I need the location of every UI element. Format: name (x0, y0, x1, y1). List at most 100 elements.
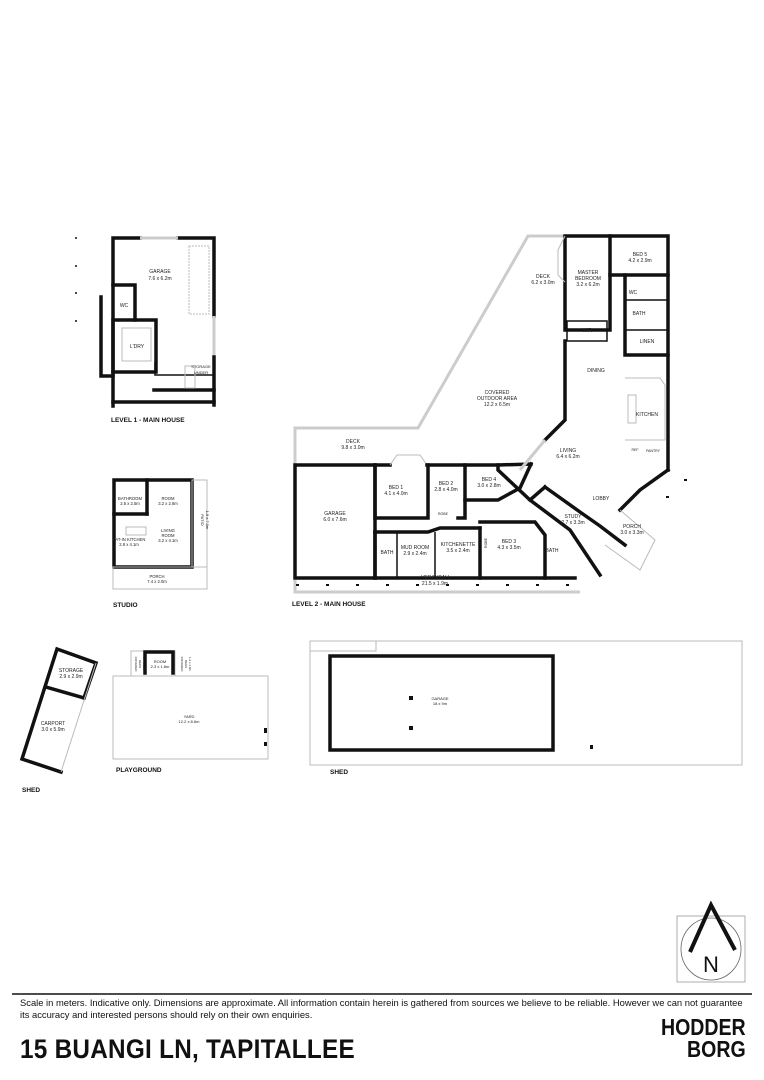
playground-plan: ROOM 2.3 x 1.8m COVERED DECK 1.4 x 1.8m … (112, 650, 269, 774)
room-label: BATH (381, 550, 394, 556)
room-label: MASTER (578, 270, 599, 276)
room-label: L'DRY (130, 344, 145, 350)
room-label: BED 3 (502, 539, 517, 545)
room-label: COVERED (180, 657, 184, 673)
room-size: 3.2 x 2.6m (158, 501, 178, 506)
room-size: 6.0 x 7.6m (323, 517, 346, 523)
logo-line1: HODDER (661, 1014, 746, 1040)
room-label: DINING (587, 368, 605, 374)
room-label: WC (629, 290, 638, 296)
room-label: COVERED (134, 657, 138, 673)
room-label: LOBBY (593, 496, 610, 502)
room-label: LIVING (560, 448, 577, 454)
agency-logo: HODDER BORG (661, 1014, 746, 1062)
room-size: 7.4 x 2.0m (147, 579, 167, 584)
room-size: 3.0 x 5.9m (41, 727, 64, 733)
room-label: ROOM (161, 533, 175, 538)
level2-plan: DECK 9.8 x 3.0m BED 1 4.1 x 4.0m BED 2 2… (292, 234, 687, 608)
room-label: GARAGE (149, 269, 171, 275)
room-label: PATIO (200, 514, 205, 525)
studio-plan: BATHROOM 2.5 x 2.5m ROOM 3.2 x 2.6m EAT-… (112, 478, 210, 609)
room-label: DECK (536, 274, 551, 280)
logo-line2: BORG (687, 1036, 746, 1062)
room-label: KITCHEN (636, 412, 658, 418)
room-size: 3.2 x 6.2m (576, 282, 599, 288)
room-label: STORAGE (191, 364, 211, 369)
room-size: 7.6 x 6.2m (148, 276, 171, 282)
room-size: 3.0 x 3.3m (620, 530, 643, 536)
room-size: 18 x 9m (433, 701, 448, 706)
room-size: 12.2 x 8.6m (179, 719, 201, 724)
room-label: DECK (138, 660, 142, 668)
room-size: 1.5 x 7.0m (205, 511, 210, 530)
room-size: 6.4 x 6.2m (556, 454, 579, 460)
room-label: BED 5 (633, 252, 648, 258)
room-label: ROOM (161, 496, 175, 501)
room-label: REF (632, 448, 639, 452)
room-label: PORCH (149, 574, 164, 579)
disclaimer-text: Scale in meters. Indicative only. Dimens… (20, 997, 743, 1020)
room-label: EAT-IN KITCHEN (113, 537, 146, 542)
room-label: MUD ROOM (401, 545, 429, 551)
room-size: 6.2 x 3.0m (531, 280, 554, 286)
room-label: BED 4 (482, 477, 497, 483)
room-label: ROBE (484, 537, 488, 548)
room-label: UNDER (194, 370, 208, 375)
room-size: 2.8 x 4.1m (119, 542, 139, 547)
level1-plan: GARAGE 7.6 x 6.2m WC L'DRY STORAGE UNDER… (75, 236, 216, 424)
room-label: WC (120, 303, 129, 309)
room-size: 1.2 x 1.8m (188, 657, 192, 672)
room-label: COVERED (485, 390, 510, 396)
shed-right-plan: GARAGE 18 x 9m SHED (309, 640, 743, 776)
room-label: WIR (582, 328, 592, 334)
room-size: 3.2 x 4.1m (158, 538, 178, 543)
room-size: 3.5 x 2.4m (446, 548, 469, 554)
compass-label: N (703, 952, 719, 977)
room-label: DECK (184, 660, 188, 668)
room-label: BATHROOM (118, 496, 142, 501)
studio-title: STUDIO (113, 602, 138, 609)
room-label: YARD (184, 714, 195, 719)
room-label: ROBE (438, 512, 449, 516)
room-label: DECK (346, 439, 361, 445)
room-size: 9.8 x 3.0m (341, 445, 364, 451)
room-label: BED 1 (389, 485, 404, 491)
room-label: BEDROOM (575, 276, 601, 282)
room-size: 12.2 x 6.5m (484, 402, 510, 408)
north-arrow-icon: N (676, 900, 746, 983)
room-size: 1.4 x 1.8m (142, 657, 146, 672)
room-label: LINEN (640, 339, 655, 345)
room-label: KITCHENETTE (441, 542, 476, 548)
room-label: PANTRY (646, 449, 661, 453)
room-size: 2.9 x 2.9m (59, 674, 82, 680)
room-label: BED 2 (439, 481, 454, 487)
shed-right-title: SHED (330, 769, 348, 776)
room-size: 2.5 x 2.5m (120, 501, 140, 506)
room-size: 2.3 x 1.8m (151, 664, 170, 669)
room-label: VERANDAH (421, 575, 449, 581)
shed-left-plan: STORAGE 2.9 x 2.9m CARPORT 3.0 x 5.9m SH… (19, 646, 99, 794)
room-label: ROOM (154, 659, 166, 664)
room-label: OUTDOOR AREA (477, 396, 518, 402)
room-label: GARAGE (324, 511, 346, 517)
shed-left-title: SHED (22, 787, 40, 794)
room-label: GARAGE (431, 696, 448, 701)
room-size: 2.9 x 2.4m (403, 551, 426, 557)
property-address: 15 BUANGI LN, TAPITALLEE (20, 1034, 355, 1064)
room-label: PORCH (623, 524, 641, 530)
room-label: BATH (633, 311, 646, 317)
room-size: 21.5 x 1.9m (422, 581, 448, 587)
room-size: 4.3 x 3.5m (497, 545, 520, 551)
room-size: 4.1 x 4.0m (384, 491, 407, 497)
room-label: CARPORT (41, 721, 65, 727)
room-size: 4.2 x 2.9m (628, 258, 651, 264)
room-label: STUDY (565, 514, 583, 520)
room-size: 3.0 x 2.8m (477, 483, 500, 489)
playground-title: PLAYGROUND (116, 767, 162, 774)
room-label: STORAGE (59, 668, 84, 674)
level1-title: LEVEL 1 - MAIN HOUSE (111, 417, 185, 424)
room-size: 2.8 x 4.0m (434, 487, 457, 493)
room-label: LIVING (161, 528, 175, 533)
level2-title: LEVEL 2 - MAIN HOUSE (292, 601, 366, 608)
